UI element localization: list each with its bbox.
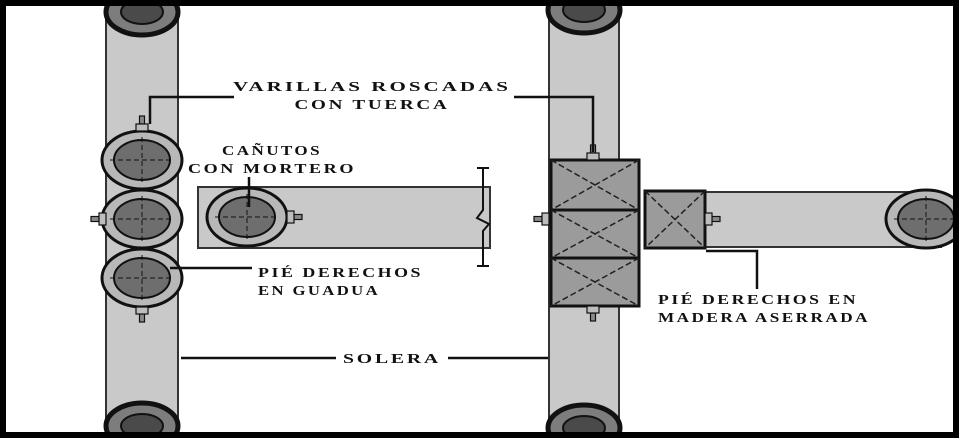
timber-post-bottom bbox=[549, 256, 641, 308]
leader-varillas-left bbox=[148, 95, 234, 124]
label-pie-guadua-line2: EN GUADUA bbox=[258, 284, 380, 299]
timber-post-on-beam bbox=[643, 189, 707, 250]
guadua-post-culm-top-icon bbox=[100, 129, 184, 191]
right-beam-end-culm-icon bbox=[884, 188, 959, 250]
leader-lines bbox=[148, 95, 759, 360]
label-pie-madera-line2: MADERA ASERRADA bbox=[658, 311, 870, 326]
label-canutos-line1: CAÑUTOS bbox=[222, 141, 322, 159]
text-labels: VARILLAS ROSCADAS CON TUERCA CAÑUTOS CON… bbox=[188, 80, 870, 367]
timber-post-top bbox=[549, 158, 641, 212]
left-guadua-joint-detail bbox=[90, 115, 184, 323]
left-horizontal-beam bbox=[197, 167, 491, 267]
label-solera: SOLERA bbox=[343, 352, 441, 367]
label-pie-madera-line1: PIÉ DERECHOS EN bbox=[658, 291, 858, 308]
right-horizontal-beam bbox=[643, 188, 959, 250]
leader-varillas-right bbox=[514, 95, 595, 152]
beam-mortar-culm-icon bbox=[205, 186, 289, 248]
label-varillas-line1: VARILLAS ROSCADAS bbox=[233, 80, 511, 95]
beam-break-mark bbox=[475, 167, 491, 267]
label-varillas-line2: CON TUERCA bbox=[295, 98, 450, 113]
label-pie-guadua-line1: PIÉ DERECHOS bbox=[258, 264, 423, 281]
timber-post-middle bbox=[549, 208, 641, 260]
right-timber-joint-detail bbox=[533, 144, 641, 322]
guadua-post-culm-middle-icon bbox=[100, 188, 184, 250]
leader-pie-madera bbox=[706, 249, 759, 289]
guadua-post-culm-bottom-icon bbox=[100, 247, 184, 309]
label-canutos-line2: CON MORTERO bbox=[188, 162, 356, 177]
